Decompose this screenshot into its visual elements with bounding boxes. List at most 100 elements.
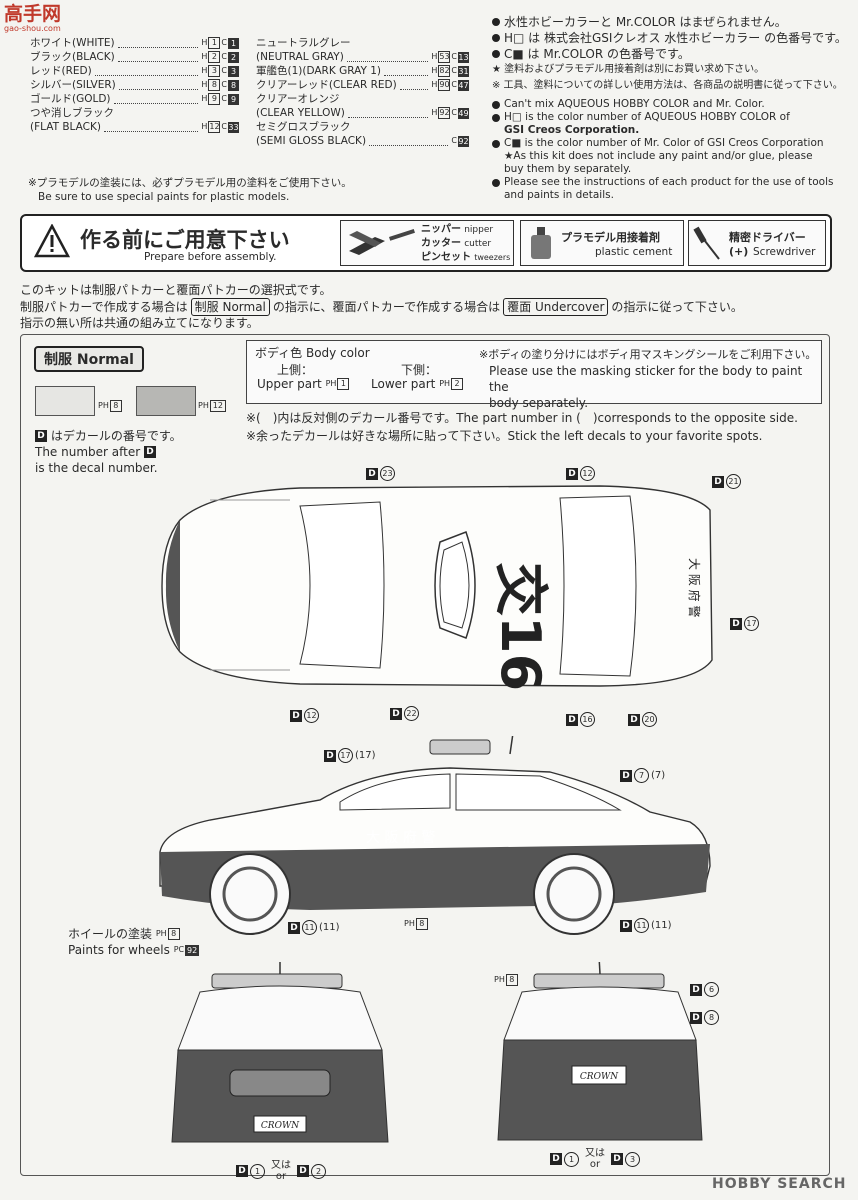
paint-note-jp: ※プラモデルの塗装には、必ずプラモデル用の塗料をご使用下さい。 (28, 177, 352, 189)
paint-name: つや消しブラック (30, 107, 114, 119)
note-jp: H□ は 株式会社GSIクレオス 水性ホビーカラー の色番号です。 (492, 30, 852, 46)
upper-part-jp: 上側： (277, 363, 314, 377)
intro-line-2: 制服パトカーで作成する場合は 制服 Normal の指示に、覆面パトカーで作成す… (20, 298, 743, 316)
color-notes-jp: 水性ホビーカラーと Mr.COLOR はまぜられません。H□ は 株式会社GSI… (492, 14, 852, 94)
paint-name: ゴールド(GOLD) (30, 93, 111, 105)
mr-color-number: 49 (458, 107, 469, 119)
decal-note: D はデカールの番号です。 The number after D is the … (35, 428, 182, 476)
warning-subtitle: Prepare before assembly. (144, 251, 277, 263)
note-en: H□ is the color number of AQUEOUS HOBBY … (492, 111, 852, 124)
tool-nipper-en: nipper (464, 225, 494, 235)
hobby-color-number: 12 (208, 121, 221, 133)
intro-part-b: の指示に、覆面パトカーで作成する場合は (272, 300, 501, 314)
leader-dots (369, 137, 449, 146)
swatch-h12-number: 12 (209, 400, 226, 412)
site-logo: 高手网 gao-shou.com (4, 4, 61, 33)
tool-tweezers-en: tweezers (474, 253, 511, 262)
tool-nipper-jp: ニッパー (421, 224, 461, 235)
mr-color-number: 31 (458, 65, 469, 77)
car-rear-view: CROWN (497, 962, 703, 1141)
paint-name: (SEMI GLOSS BLACK) (256, 135, 367, 147)
nipper-icon (349, 228, 415, 255)
car-top-view: 交16 大 阪 府 警 (161, 485, 713, 691)
leader-dots (118, 81, 199, 90)
leader-dots (346, 53, 429, 62)
hobby-color-number: 90 (438, 79, 451, 91)
lower-part-jp: 下側： (401, 363, 438, 377)
intro-undercover-tag: 覆面 Undercover (503, 298, 609, 316)
cement-bottle-icon (531, 227, 551, 259)
note-jp: 水性ホビーカラーと Mr.COLOR はまぜられません。 (492, 14, 852, 30)
body-color-title: ボディ色 Body color (255, 346, 370, 360)
leader-dots (399, 81, 429, 90)
paints_left-row: つや消しブラック (30, 106, 240, 120)
leader-dots (94, 67, 199, 76)
note-en: Please see the instructions of each prod… (492, 176, 852, 189)
tool-cutter-jp: カッター (421, 238, 461, 249)
intro-part-a: 制服パトカーで作成する場合は (20, 300, 188, 314)
front-plate-text: CROWN (261, 1121, 300, 1131)
roof-number: 交16 (489, 562, 552, 691)
wheel-paint-en: Paints for wheels (68, 943, 170, 957)
note-en: C■ is the color number of Mr. Color of G… (492, 137, 852, 150)
note-en: buy them by separately. (504, 163, 632, 175)
mask-note-en1: Please use the masking sticker for the b… (489, 364, 803, 394)
paint-name: ニュートラルグレー (256, 37, 351, 49)
swatch-h8 (35, 386, 95, 416)
paint-name: クリアーレッド(CLEAR RED) (256, 79, 397, 91)
swatch-h8-number: 8 (109, 400, 122, 412)
logo-text: 高手网 (4, 3, 62, 25)
car-front-view: CROWN (171, 962, 389, 1143)
note-en: and paints in details. (504, 189, 614, 201)
note-en: Can't mix AQUEOUS HOBBY COLOR and Mr. Co… (492, 98, 852, 111)
paint-name: ブラック(BLACK) (30, 51, 115, 63)
mr-color-number: 33 (228, 121, 239, 133)
intro-line-3: 指示の無い所は共通の組み立てになります。 (20, 316, 259, 330)
mr-color-number: 92 (458, 135, 469, 147)
paint-note: ※プラモデルの塗装には、必ずプラモデル用の塗料をご使用下さい。 Be sure … (28, 176, 352, 204)
tool-screwdriver-en: Screwdriver (753, 246, 816, 258)
note-jp: C■ は Mr.COLOR の色番号です。 (492, 46, 852, 62)
paint-name: (NEUTRAL GRAY) (256, 51, 344, 63)
decal-note-en2: is the decal number. (35, 461, 158, 475)
tool-nipper: ニッパー nipper カッター cutter ピンセット tweezers (340, 220, 514, 266)
decal-note-en1: The number after (35, 445, 141, 459)
paint-name: クリアーオレンジ (256, 93, 340, 105)
paint-note-en: Be sure to use special paints for plasti… (38, 191, 290, 203)
tool-cement: プラモデル用接着剤 plastic cement (520, 220, 684, 266)
note-en: GSI Creos Corporation. (504, 124, 640, 136)
hobby-search-watermark: HOBBY SEARCH (712, 1176, 847, 1192)
swatch-h12 (136, 386, 196, 416)
tool-tweezers-jp: ピンセット (421, 252, 471, 263)
rear-plate-text: CROWN (580, 1072, 619, 1082)
car-side-view: 大 阪 府 警 (159, 736, 711, 935)
mr-color-number: 9 (228, 93, 239, 105)
mask-note-en2: body separately. (489, 396, 589, 410)
screwdriver-icon (693, 226, 720, 260)
intro-line-1: このキットは制服パトカーと覆面パトカーの選択式です。 (20, 283, 332, 297)
mr-color-number: 13 (458, 51, 469, 63)
